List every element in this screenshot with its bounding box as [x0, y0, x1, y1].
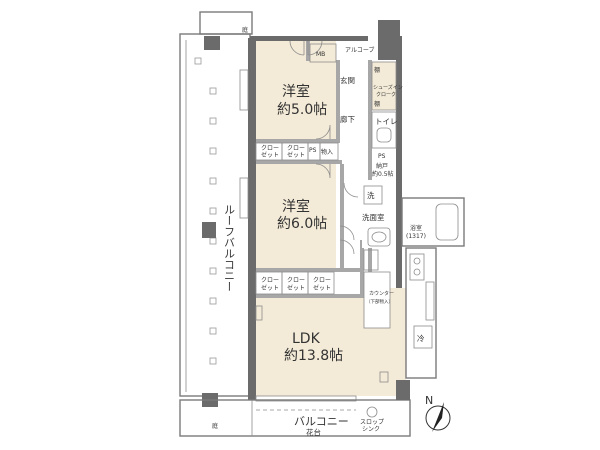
north-arrow: N [425, 394, 451, 432]
closet-label: クロー [261, 145, 279, 152]
bottom-balcony [179, 380, 411, 437]
pillar [202, 222, 216, 238]
ldk-size: 約13.8帖 [284, 348, 343, 364]
storage-room-label: 納戸 [376, 162, 388, 170]
shelf-label: 棚 [374, 66, 380, 74]
slop-sink-label-2: シンク [362, 426, 380, 433]
closet-label-2: ゼット [261, 284, 279, 292]
stove-icon [409, 253, 425, 281]
western-room-1 [256, 41, 336, 139]
shoes-in-cloak [372, 62, 396, 110]
washroom-label: 洗面室 [362, 212, 385, 222]
bathroom [402, 198, 464, 246]
north-label: N [425, 394, 433, 407]
balcony-label: バルコニー [294, 415, 349, 428]
ldk-name: LDK [292, 331, 321, 347]
western-room-2-size: 約6.0帖 [277, 216, 327, 232]
closet-label: クロー [261, 277, 279, 284]
roof-balcony-label: ルーフバルコニー [223, 204, 236, 292]
closet-label: クロー [313, 277, 331, 284]
shoes-in-label: シューズイン [373, 84, 403, 91]
flower-bed-label: 花台 [306, 427, 321, 437]
roof-balcony-area [179, 11, 253, 407]
bathroom-size: (1317) [406, 233, 426, 240]
roof-balcony-text: ルーフバルコニー [223, 204, 236, 292]
ps-label: PS [309, 147, 317, 154]
closet-label: クロー [287, 145, 305, 152]
storage-label: 物入 [321, 148, 333, 156]
storage-room-size: 約0.5帖 [372, 170, 394, 178]
exterior-wall-right [396, 36, 402, 336]
exterior-wall-left [248, 38, 256, 400]
closet-label-2: ゼット [261, 151, 279, 159]
small-closet [363, 249, 379, 271]
western-room-1-size: 約5.0帖 [277, 102, 327, 118]
garden-top-label: 庭 [242, 26, 248, 34]
bathroom-label: 浴室 [410, 224, 422, 232]
step-icons [255, 305, 389, 383]
western-room-2-name: 洋室 [282, 198, 310, 215]
washing-machine-space [363, 185, 383, 205]
closet-label-2: ゼット [287, 151, 305, 159]
ps-label-2: PS [378, 153, 386, 160]
closets-upper: クロー ゼット クロー ゼット PS 物入 [255, 142, 339, 161]
wash-basin-icon [367, 227, 391, 247]
washing-machine-label: 洗 [367, 190, 375, 200]
hallway-label: 廊下 [340, 114, 355, 124]
refrigerator-label: 冷 [417, 333, 425, 343]
counter-label: カウンター [369, 290, 394, 297]
balcony-posts [194, 57, 217, 365]
western-room-2 [256, 164, 340, 268]
closet-label: クロー [287, 277, 305, 284]
exterior-wall-pillar [378, 20, 400, 60]
counter-label-2: （下部物入） [366, 298, 393, 305]
western-room-1-name: 洋室 [282, 83, 310, 100]
mb-label: MB [316, 51, 325, 58]
slop-sink-icon [366, 406, 378, 418]
shelf-label: 棚 [374, 100, 380, 108]
kitchen-sink-icon [425, 281, 435, 321]
entrance-label: 玄関 [340, 75, 355, 85]
toilet-label: トイレ [375, 117, 398, 126]
closet-label-2: ゼット [287, 284, 305, 292]
kitchen [406, 248, 436, 378]
alcove-label: アルコーブ [345, 46, 374, 54]
exterior-wall-top [250, 36, 368, 41]
garden-bottom-label: 庭 [212, 422, 218, 430]
closets-lower: クロー ゼット クロー ゼット クロー ゼット [255, 271, 335, 295]
pillar [204, 36, 220, 50]
slop-sink-label: スロップ [360, 419, 384, 426]
counter [364, 272, 390, 328]
windows [239, 69, 357, 402]
bathtub-icon [435, 203, 459, 241]
toilet-icon [376, 127, 392, 143]
refrigerator-space [413, 325, 433, 349]
shoes-in-label-2: クローク [376, 92, 396, 98]
closet-label-2: ゼット [313, 284, 331, 292]
meter-box [309, 43, 337, 63]
